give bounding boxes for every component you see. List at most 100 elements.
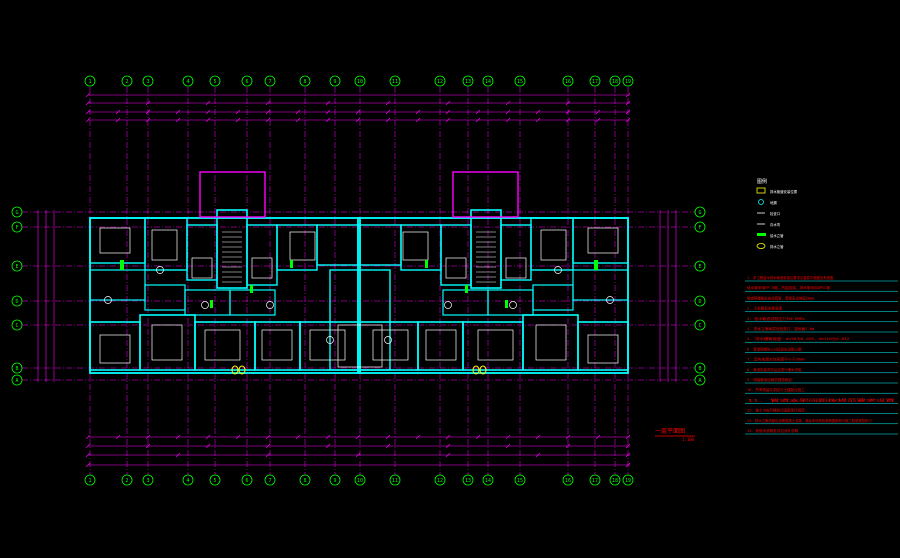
green-marker [290,260,293,268]
dim-tick [205,109,211,115]
axis-bubble-top-label: 12 [437,79,443,85]
axis-bubble-bottom [562,474,574,486]
note-line: 14. 其他未说明处详见设计说明 [747,428,799,433]
dim-tick [625,100,631,106]
axis-bubble-right-label: D [698,299,701,305]
note-line: 3. 给水管道试验压力为0.6MPa [747,316,805,321]
axis-bubble-bottom-label: 12 [437,478,443,484]
green-marker [425,260,428,268]
green-marker [120,260,124,270]
axis-bubble-bottom-label: 7 [268,478,271,484]
axis-bubble-right-label: F [698,225,701,231]
note-line: 2. 卫生器具安装高度 [747,306,783,311]
note-line: 10. 所有预留孔洞应与土建配合施工 [747,387,805,392]
drain-circle [606,296,614,304]
axis-bubble-top [209,75,221,87]
axis-bubble-right [694,362,706,374]
axis-bubble-right [694,319,706,331]
axis-bubble-right [694,295,706,307]
room-wall [229,289,276,316]
axis-bubble-bottom [209,474,221,486]
room-wall [440,224,472,286]
fixture-sofa [204,329,241,361]
dim-tick [85,109,91,115]
drain-circle [104,296,112,304]
dim-tick [445,100,451,106]
dim-tick [145,100,151,106]
axis-bubble-bottom [434,474,446,486]
dim-tick [355,117,361,123]
note-line: 7. 室内地漏水封高度不小于50mm [747,357,805,362]
fixture-elevator [445,257,467,279]
room-wall [530,217,574,271]
dim-tick [265,100,271,106]
fixture-table [99,227,131,254]
dim-tick [475,109,481,115]
axis-bubble-top [622,75,634,87]
stair-wall [470,209,502,289]
axis-bubble-top [609,75,621,87]
drain-circle [509,301,517,309]
dim-tick [625,117,631,123]
axis-bubble-bottom-label: 9 [333,478,336,484]
room-wall [316,224,361,266]
dim-tick [235,109,241,115]
dim-tick [205,100,211,106]
axis-bubble-top [84,75,96,87]
center-core-wall [329,269,391,371]
dim-tick [415,109,421,115]
axis-bubble-left [11,295,23,307]
dim-tick [565,117,571,123]
legend-item-label: 存水弯 [770,222,781,227]
room-wall [357,321,419,371]
axis-bubble-top-label: 19 [625,79,631,85]
dim-tick [145,117,151,123]
axis-bubble-top-label: 17 [592,79,598,85]
room-wall [462,321,524,371]
green-marker [505,300,508,308]
fixture-sofa [261,329,293,361]
dim-tick [565,434,571,440]
dim-tick [235,434,241,440]
axis-bubble-bottom [142,474,154,486]
axis-bubble-top-label: 18 [612,79,618,85]
axis-bubble-top [241,75,253,87]
dim-tick [385,109,391,115]
axis-bubble-left [11,319,23,331]
axis-bubble-right [694,374,706,386]
axis-bubble-left [11,206,23,218]
room-wall [144,217,188,271]
legend-item-label: 排水立管 [770,244,784,249]
fixture-sofa [477,329,514,361]
axis-bubble-top [354,75,366,87]
dim-tick [325,100,331,106]
axis-bubble-bottom-label: 10 [357,478,363,484]
dim-tick [625,443,631,449]
axis-bubble-bottom [299,474,311,486]
dim-tick [265,452,271,458]
dim-tick [595,109,601,115]
dim-tick [505,117,511,123]
axis-bubble-right-label: G [698,210,701,216]
drain-circle [384,336,392,344]
dim-tick [325,443,331,449]
drawing-title: 一层平面图 [655,428,685,435]
dim-tick [355,452,361,458]
axis-bubble-bottom-label: 19 [625,478,631,484]
note-line: 13. 排水立管底部应设置混凝土支墩，其余未尽事宜参照国家现行施工验收规范执行 [747,418,872,423]
axis-bubble-top-label: 14 [485,79,491,85]
axis-bubble-top-label: 10 [357,79,363,85]
axis-bubble-bottom [609,474,621,486]
dim-tick [325,117,331,123]
axis-bubble-bottom-label: 11 [392,478,398,484]
dim-tick [295,117,301,123]
center-fixture [337,324,383,368]
axis-bubble-top-label: 15 [517,79,523,85]
fixture-sofa [425,329,457,361]
exterior-wall [89,217,361,374]
dim-tick [565,109,571,115]
axis-bubble-right [694,260,706,272]
note-line: 管道穿楼板处应设套管，套管高出地面20mm [747,295,814,300]
yellow-oval-marker [238,365,246,375]
